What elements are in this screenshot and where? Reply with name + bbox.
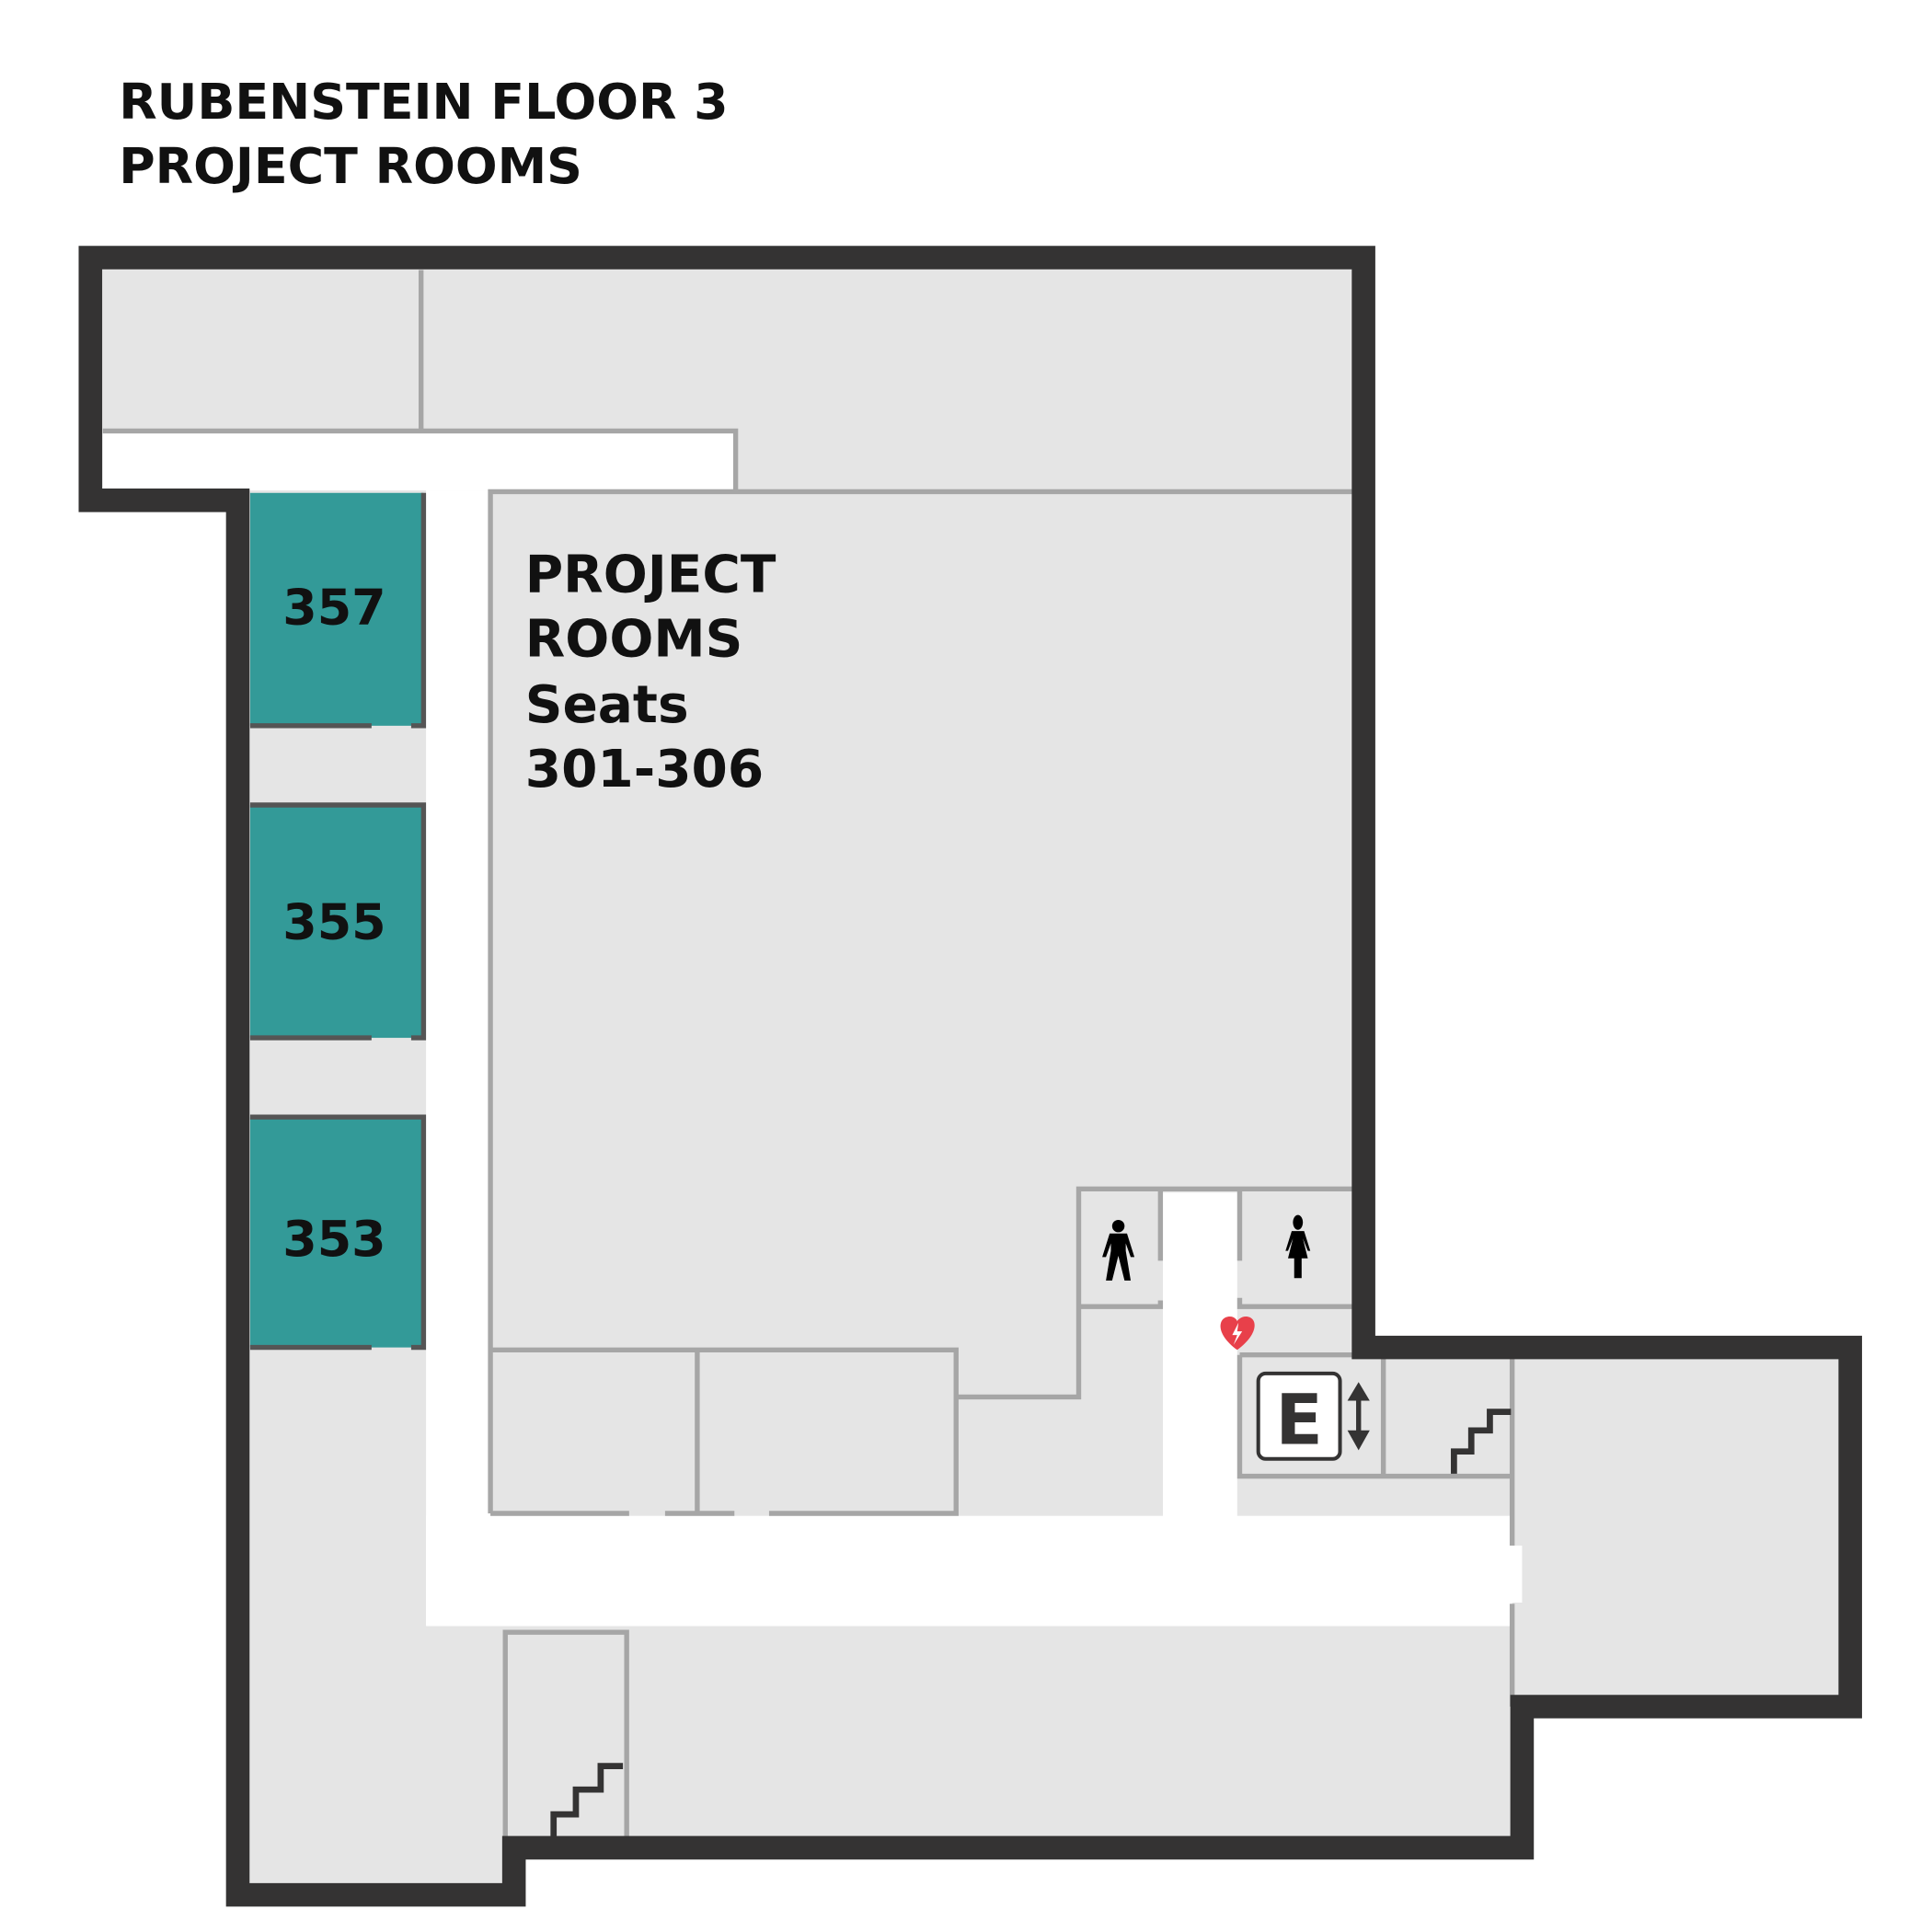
room-number: 357 (282, 578, 385, 636)
room-number: 355 (282, 892, 385, 950)
area-label-line3: Seats (525, 675, 689, 735)
room-number: 353 (282, 1210, 385, 1268)
womens-restroom-icon (1285, 1214, 1311, 1279)
room-353[interactable]: 353 (249, 1114, 427, 1351)
area-label-line2: ROOMS (525, 609, 743, 669)
aed-heart-icon (1220, 1316, 1255, 1351)
interior-walls (102, 270, 1515, 1838)
exterior-wall (78, 246, 1862, 1907)
room-357[interactable]: 357 (249, 492, 427, 729)
mens-restroom-icon (1102, 1219, 1135, 1281)
building-floor (90, 258, 1851, 1895)
elevator-icon: E (1256, 1371, 1370, 1461)
room-355[interactable]: 355 (249, 802, 427, 1041)
corridors (102, 433, 1523, 1627)
map-title-line2: PROJECT ROOMS (119, 137, 582, 195)
map-title-line1: RUBENSTEIN FLOOR 3 (119, 73, 728, 131)
project-rooms-area: PROJECT ROOMS Seats 301-306 (525, 545, 776, 799)
elevator-letter: E (1275, 1380, 1323, 1461)
area-label-line4: 301-306 (525, 740, 764, 799)
area-label-line1: PROJECT (525, 545, 776, 604)
stairs-icon (1451, 1409, 1512, 1474)
stairs-icon (550, 1763, 624, 1838)
